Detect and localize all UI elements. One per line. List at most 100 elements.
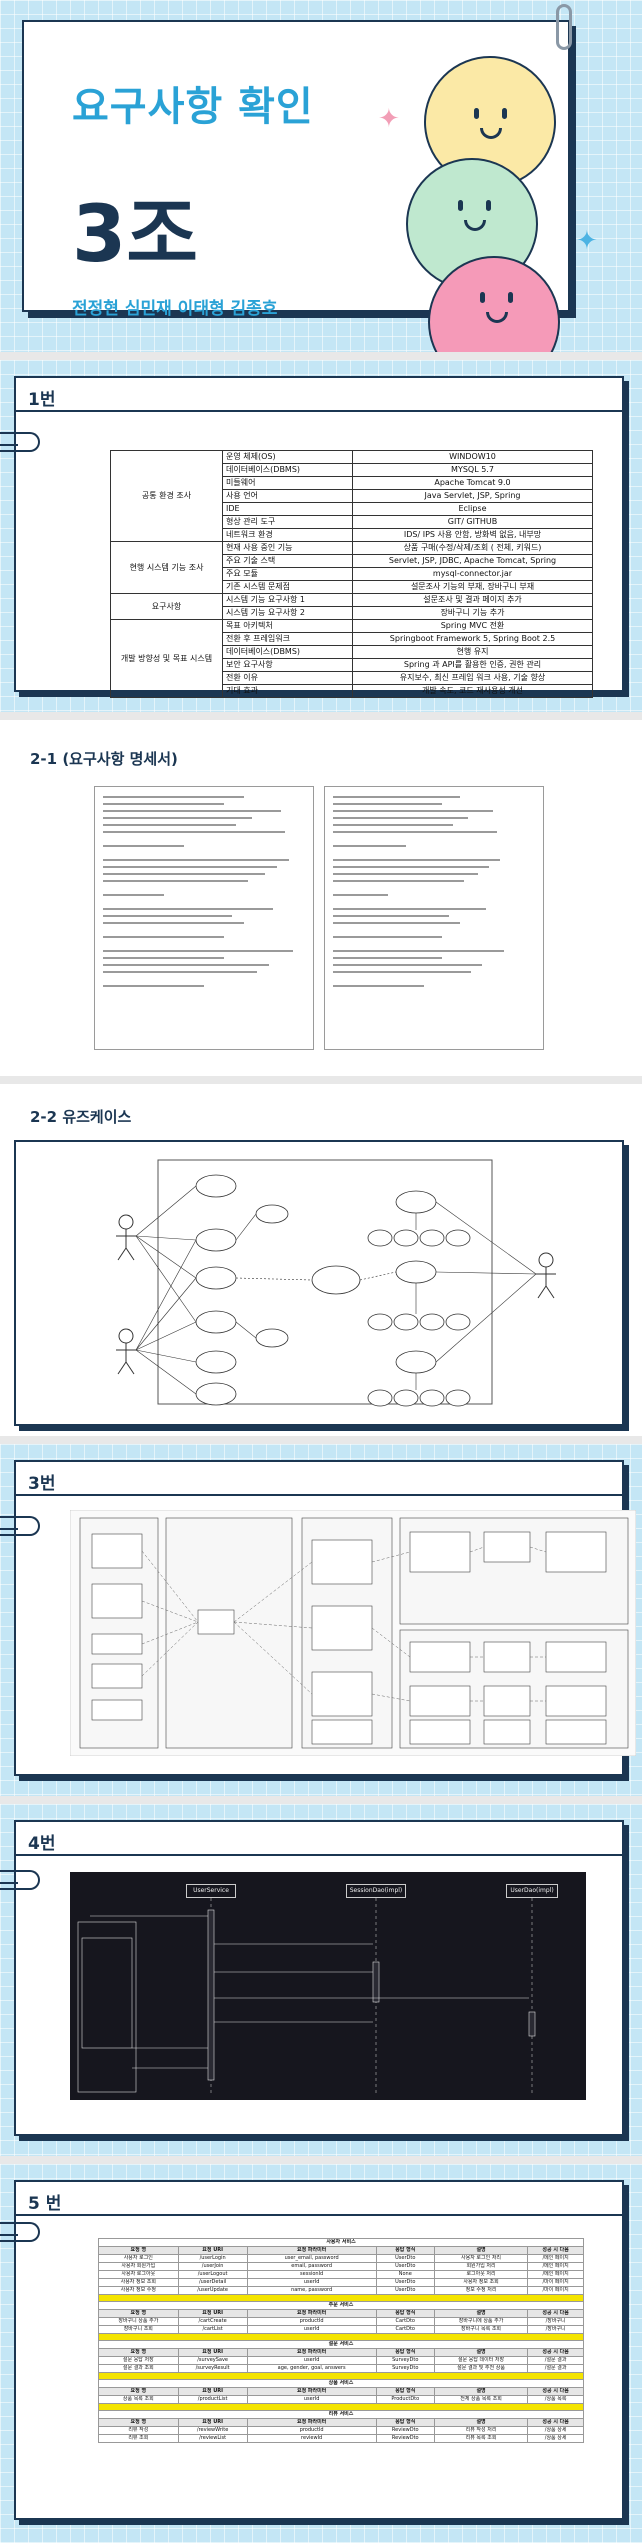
class-diagram [70,1510,636,1756]
api-cell: /마이 페이지 [527,2286,584,2295]
api-cell: 요청 명 [98,2309,179,2318]
doc-text-line [333,982,535,989]
api-cell: /장바구니 [527,2317,584,2326]
doc-text-line [333,919,535,926]
doc-text-line [333,940,535,947]
section-header: 4번 [16,1822,622,1856]
api-cell: 응답 형식 [375,2309,435,2318]
doc-text-line [103,856,305,863]
api-group-name: 사용자 서비스 [98,2238,584,2247]
api-cell: 전체 상품 목록 조회 [433,2395,529,2404]
slide-section-4: 4번 UserService SessionDao(impl) UserDao(… [0,1804,642,2156]
spec-value: 현행 유지 [352,645,593,659]
team-members: 전정현 심민재 이태형 김종호 [72,299,278,319]
spec-value: MYSQL 5.7 [352,463,593,477]
api-cell: /userDetail [177,2278,248,2287]
spec-value: Java Servlet, JSP, Spring [352,489,593,503]
lifeline-sessiondao: SessionDao(impl) [346,1884,406,1898]
doc-text-line [333,954,535,961]
spec-value: Springboot Framework 5, Spring Boot 2.5 [352,632,593,646]
api-cell: 상품 목록 조회 [98,2395,179,2404]
api-cell: 성공 시 다음 [527,2387,584,2396]
spec-category: 현행 시스템 기능 조사 [110,541,223,594]
doc-text-line [103,821,305,828]
spec-row: 데이터베이스(DBMS)현행 유지 [111,645,593,659]
api-cell: 요청 파라미터 [246,2418,377,2427]
spec-item: IDE [222,502,353,516]
spec-item: 주요 모듈 [222,567,353,581]
doc-text-line [333,961,535,968]
spec-item: 보안 요구사항 [222,658,353,672]
doc-text-line [333,884,535,891]
doc-text-line [103,905,305,912]
api-cell: userId [246,2278,377,2287]
spec-value: Servlet, JSP, JDBC, Apache Tomcat, Sprin… [352,554,593,568]
api-cell: 설문 응답 데이터 저장 [433,2356,529,2365]
api-cell: 설명 [433,2418,529,2427]
spec-value: 유지보수, 최신 프레임 워크 사용, 기술 향상 [352,671,593,685]
api-cell: /메인 페이지 [527,2262,584,2271]
spec-item: 데이터베이스(DBMS) [222,463,353,477]
api-cell: /메인 페이지 [527,2270,584,2279]
api-group-name: 상품 서비스 [98,2379,584,2388]
doc-text-line [333,877,535,884]
api-cell: email, password [246,2262,377,2271]
spec-value: Spring 과 API를 활용한 인증, 권한 관리 [352,658,593,672]
api-cell: 설명 [433,2309,529,2318]
doc-text-line [103,828,305,835]
doc-text-line [333,905,535,912]
section-title: 2-1 (요구사항 명세서) [30,750,178,768]
doc-text-line [333,968,535,975]
group-separator [98,2333,584,2341]
api-cell: /surveySave [177,2356,248,2365]
spec-value: 개발 속도, 코드 재사용성 개선 [352,684,593,698]
hook-icon [0,432,40,452]
section-header: 5 번 [16,2182,622,2216]
api-cell: 요청 명 [98,2246,179,2255]
api-cell: 요청 URI [177,2246,248,2255]
actor-customer-icon [116,1214,136,1261]
spec-item: 주요 기술 스택 [222,554,353,568]
api-cell: /reviewWrite [177,2426,248,2435]
title-slide: 요구사항 확인 3조 전정현 심민재 이태형 김종호 ✦ ✦ [0,0,642,352]
usecase-diagram [116,1159,556,1407]
api-group-title: 설문 서비스 [98,2340,584,2349]
spec-value: 장바구니 기능 추가 [352,606,593,620]
api-group-name: 리뷰 서비스 [98,2410,584,2419]
api-cell: sessionId [246,2270,377,2279]
doc-text-line [103,975,305,982]
spec-category: 요구사항 [110,593,223,620]
spec-item: 형상 관리 도구 [222,515,353,529]
team-number: 3조 [72,190,199,280]
api-cell: 사용자 정보 수정 [98,2286,179,2295]
api-cell: productId [246,2426,377,2435]
doc-text-line [103,954,305,961]
api-cell: 요청 파라미터 [246,2387,377,2396]
doc-text-line [103,849,305,856]
spec-item: 전환 이유 [222,671,353,685]
slide-section-2-2: 2-2 유즈케이스 [0,1084,642,1436]
hook-icon [0,1870,40,1890]
doc-text-line [333,870,535,877]
api-group-title: 주문 서비스 [98,2301,584,2310]
api-cell: ReviewDto [375,2426,435,2435]
section-card: 3번 [14,1460,636,1776]
api-cell: 로그아웃 처리 [433,2270,529,2279]
lifeline-userdao: UserDao(impl) [506,1884,558,1898]
api-cell: 리뷰 목록 조회 [433,2434,529,2443]
doc-text-line [333,898,535,905]
spec-item: 현재 사용 중인 기능 [222,541,353,555]
doc-text-line [333,849,535,856]
spec-value: 설문조사 및 결과 페이지 추가 [352,593,593,607]
